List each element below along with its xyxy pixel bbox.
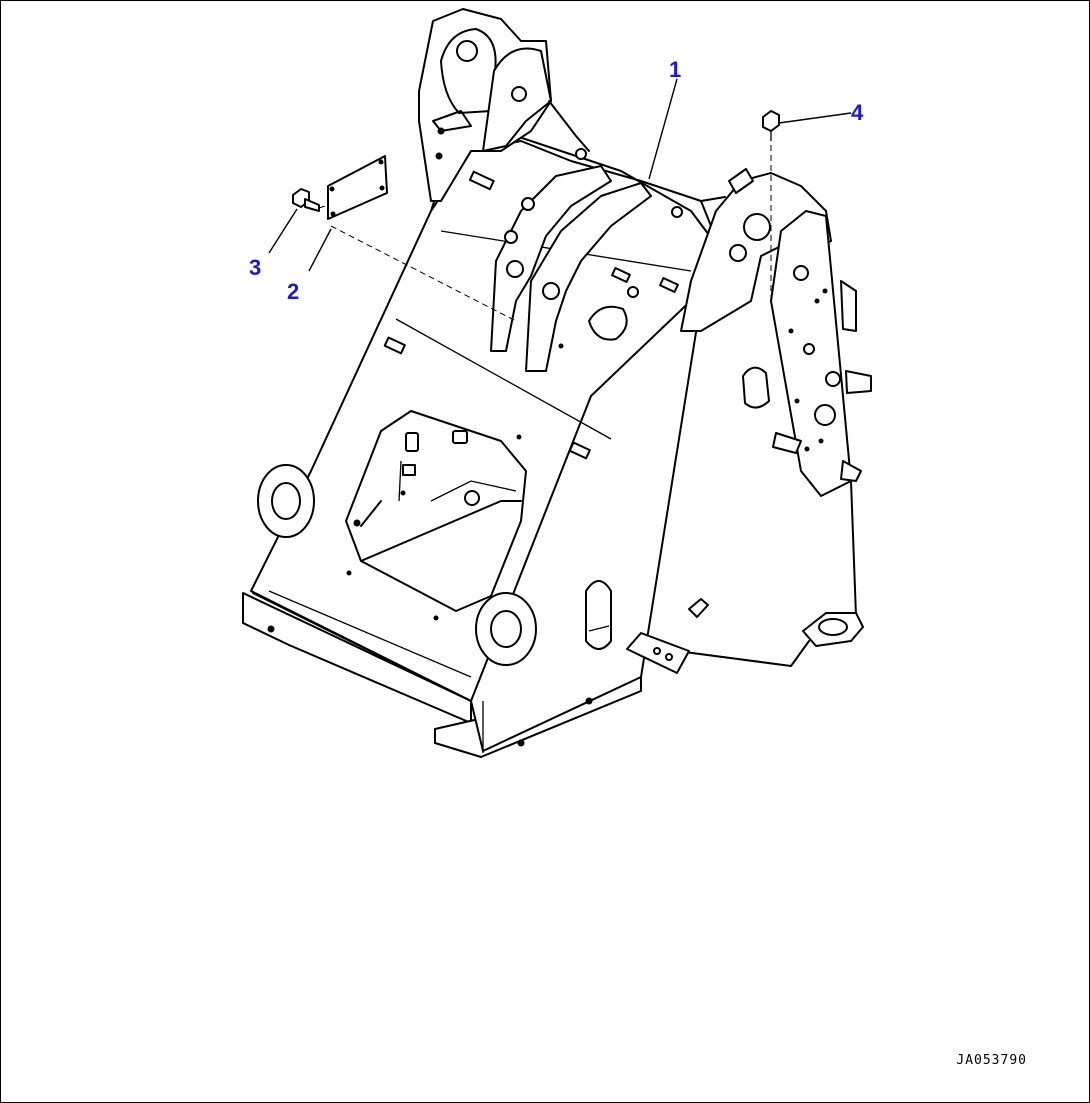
left-lifting-eye bbox=[257, 464, 315, 538]
callout-3: 3 bbox=[249, 255, 262, 280]
part-3-bolt bbox=[292, 188, 320, 212]
callout-4: 4 bbox=[851, 100, 864, 125]
drawing-number: JA053790 bbox=[956, 1053, 1027, 1068]
leader-4 bbox=[778, 112, 852, 124]
part-2-plate bbox=[327, 155, 388, 220]
assembly-line-3 bbox=[318, 204, 329, 209]
left-tower bbox=[418, 8, 590, 202]
part-4-bolt bbox=[762, 110, 780, 141]
callout-2: 2 bbox=[287, 279, 300, 304]
lower-hitch bbox=[626, 480, 864, 674]
center-bracket bbox=[490, 165, 652, 372]
leader-3 bbox=[268, 208, 298, 254]
leader-lines bbox=[268, 78, 852, 322]
frame-center-opening bbox=[345, 410, 527, 612]
side-slot bbox=[585, 580, 612, 650]
callout-1: 1 bbox=[669, 57, 682, 82]
center-hole bbox=[588, 305, 628, 341]
leader-1 bbox=[648, 78, 678, 180]
leader-2 bbox=[308, 228, 332, 272]
front-frame bbox=[242, 130, 722, 758]
front-lifting-eye bbox=[475, 592, 537, 666]
assembly-line-2 bbox=[330, 225, 517, 322]
right-tower bbox=[680, 168, 872, 497]
